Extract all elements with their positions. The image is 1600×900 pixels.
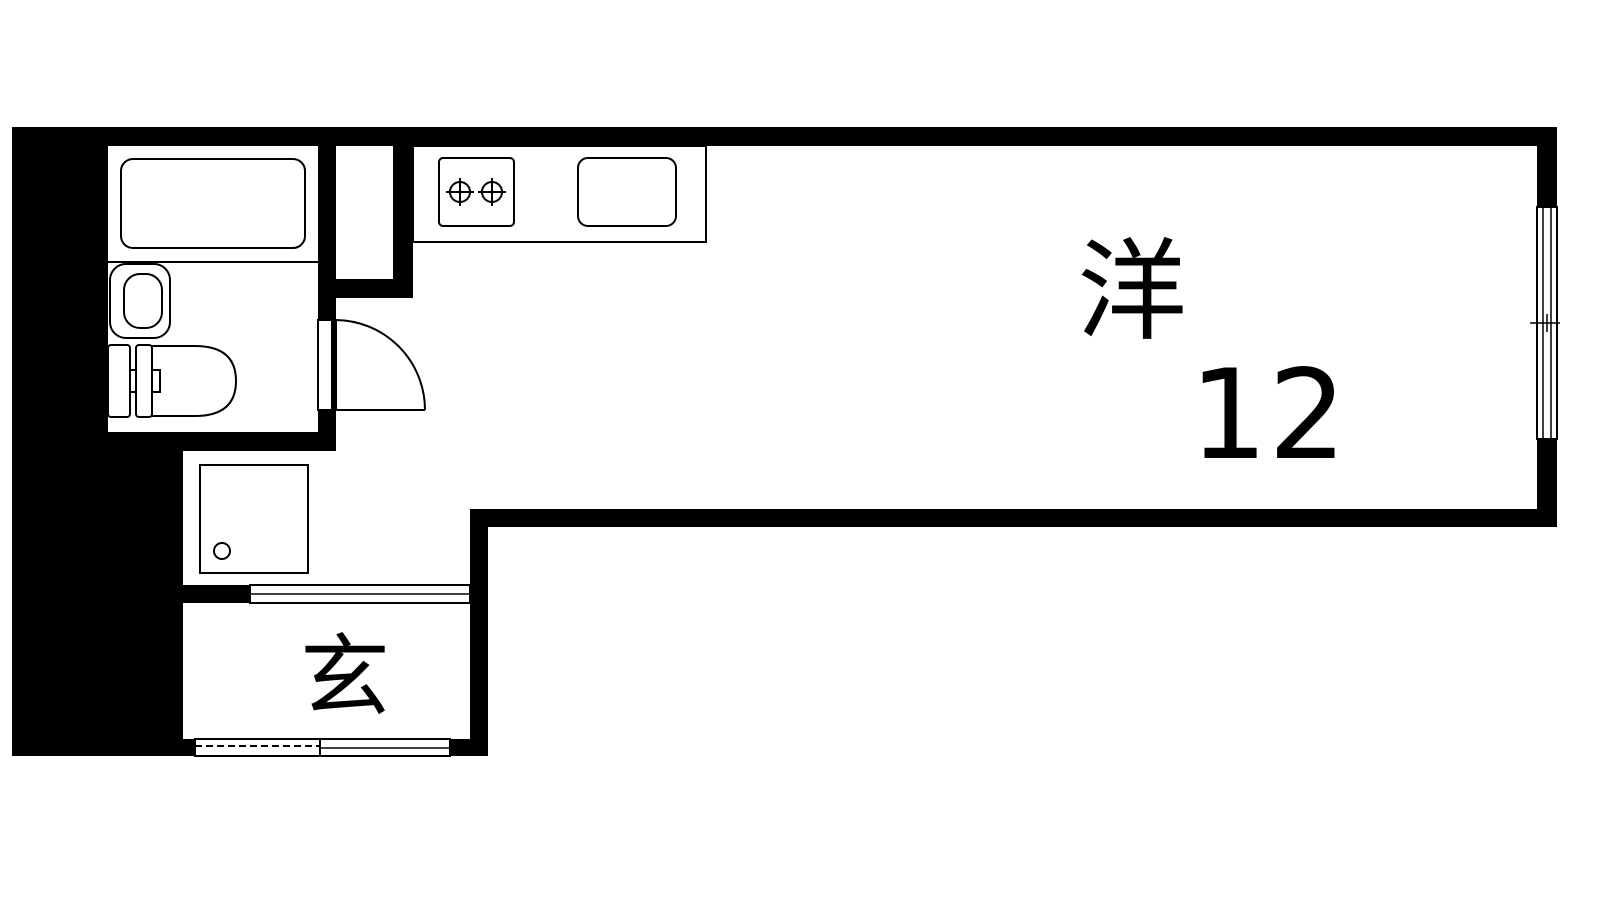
stove [438,157,515,227]
front-door [194,738,451,757]
bathroom-door [317,319,426,411]
western-room-label: 洋 [1077,228,1187,356]
bathtub [108,158,318,263]
washing-machine-space [199,464,309,574]
wash-basin [109,263,171,339]
kitchen-sink [577,157,677,227]
kitchen-counter [412,145,707,243]
toilet [107,344,238,418]
entrance-label: 玄 [300,625,390,730]
window-right [1530,206,1560,440]
entrance-sliding-door [249,584,471,604]
western-room-size: 12 [1189,344,1347,488]
outer-walls [12,127,1557,756]
